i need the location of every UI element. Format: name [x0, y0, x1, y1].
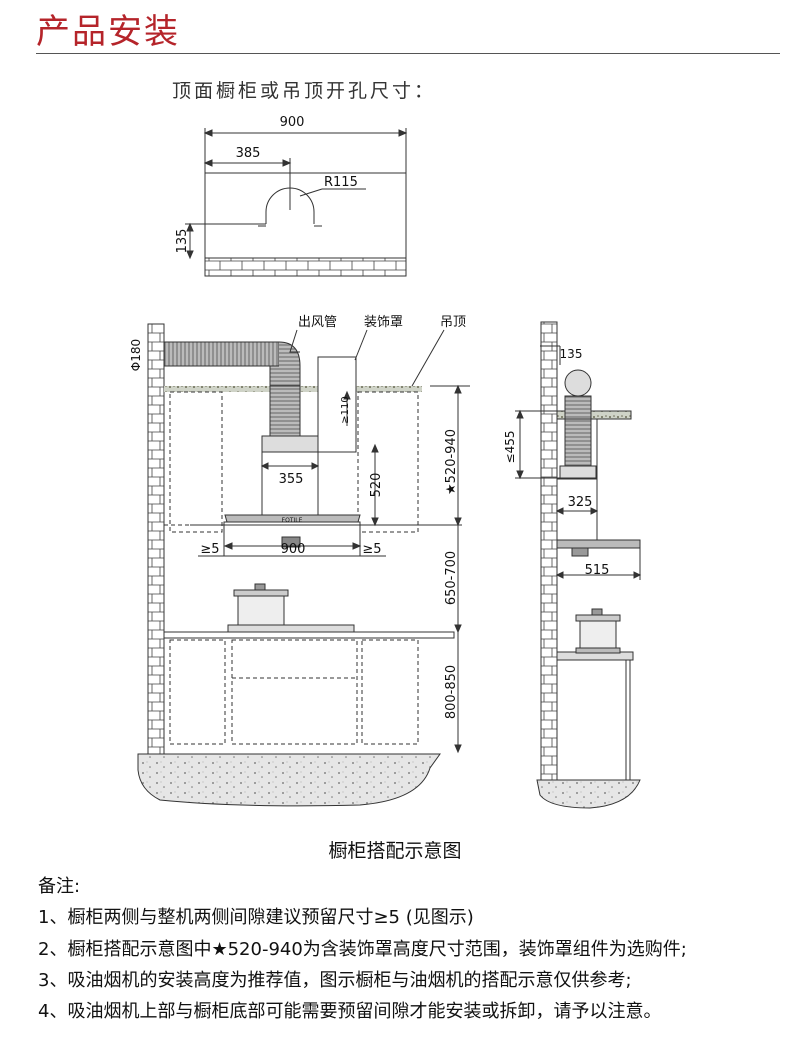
front-dim-cover-width: 355	[279, 472, 304, 487]
front-dim-cover-range: ★520-940	[444, 429, 459, 495]
note-item: 2、橱柜搭配示意图中★520-940为含装饰罩高度尺寸范围，装饰罩组件为选购件;	[38, 939, 687, 960]
top-diagram-label: 顶面橱柜或吊顶开孔尺寸：	[172, 80, 437, 102]
side-view-diagram	[515, 321, 642, 809]
side-dim-duct: 135	[560, 347, 583, 361]
top-dim-offset: 385	[236, 146, 261, 161]
page-title: 产品安装	[36, 12, 180, 52]
side-dim-top: ≤455	[503, 431, 517, 464]
diagram-caption: 橱柜搭配示意图	[328, 840, 462, 862]
title-divider	[36, 53, 780, 54]
front-dim-hood-width: 900	[281, 542, 306, 557]
top-dim-height: 135	[175, 229, 190, 254]
note-item: 4、吸油烟机上部与橱柜底部可能需要预留间隙才能安装或拆卸，请予以注意。	[38, 1001, 662, 1022]
side-dim-hood-depth: 515	[585, 563, 610, 578]
label-ceiling: 吊顶	[440, 315, 466, 330]
front-dim-duct: Φ180	[129, 339, 143, 371]
front-dim-install-height: 650-700	[444, 551, 459, 605]
note-item: 3、吸油烟机的安装高度为推荐值，图示橱柜与油烟机的搭配示意仅供参考;	[38, 970, 632, 991]
front-dim-cover-height: 520	[369, 473, 384, 498]
front-dim-counter-height: 800-850	[444, 665, 459, 719]
hood-brand-mark: FOTILE	[282, 517, 303, 524]
side-dim-cover-depth: 325	[568, 495, 593, 510]
front-dim-gap-right: ≥5	[362, 542, 381, 557]
front-view-diagram	[137, 323, 470, 807]
label-duct: 出风管	[298, 315, 337, 330]
installation-drawing: 900 385 R115 135	[129, 115, 642, 809]
note-item: 1、橱柜两侧与整机两侧间隙建议预留尺寸≥5 (见图示)	[38, 907, 474, 928]
top-dim-radius: R115	[324, 175, 358, 190]
front-dim-gap-top: ≥110	[340, 396, 351, 423]
top-cutout-diagram	[185, 128, 408, 277]
top-dim-width: 900	[280, 115, 305, 130]
label-cover: 装饰罩	[364, 315, 403, 330]
notes-heading: 备注:	[38, 876, 81, 897]
front-dim-gap-left: ≥5	[200, 542, 219, 557]
